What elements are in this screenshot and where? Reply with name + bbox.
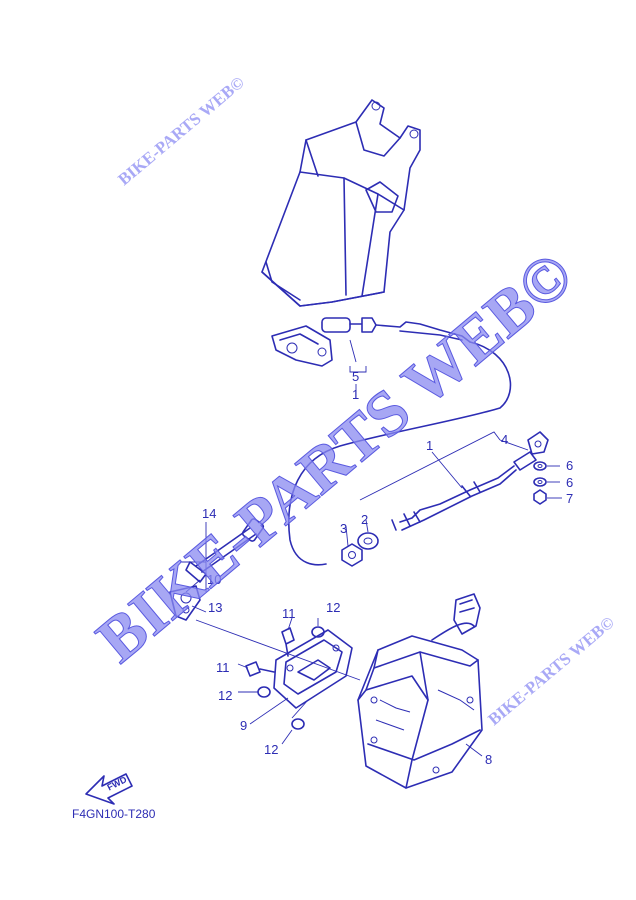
callout-6a: 6 (566, 458, 573, 473)
callout-7: 7 (566, 491, 573, 506)
callout-14: 14 (202, 506, 216, 521)
steering-cable (288, 341, 512, 566)
callout-4: 4 (501, 432, 508, 447)
steering-bracket (261, 99, 421, 307)
callout-2: 2 (361, 512, 368, 527)
callout-10: 10 (207, 572, 221, 587)
control-box (357, 593, 483, 789)
callouts: 5 1 1 4 6 6 7 3 2 14 10 13 11 12 11 12 9… (202, 369, 573, 767)
callout-6b: 6 (566, 475, 573, 490)
callout-13: 13 (208, 600, 222, 615)
callout-5: 5 (352, 369, 359, 384)
callout-1-mid: 1 (426, 438, 433, 453)
cable-upper-end (321, 317, 471, 343)
watermark-small-bottom: BIKE-PARTS WEB© (484, 613, 618, 730)
callout-1-top: 1 (352, 387, 359, 402)
callout-12a: 12 (326, 600, 340, 615)
steering-lower-clamp (271, 325, 333, 367)
diagram-code: F4GN100-T280 (72, 807, 156, 821)
leader-lines (180, 339, 562, 757)
nut-and-washer (341, 532, 379, 567)
bolts (245, 626, 325, 730)
steering-rod (169, 518, 265, 621)
cable-middle-assembly (391, 451, 537, 531)
watermark-small-top: BIKE-PARTS WEB© (114, 73, 248, 190)
callout-12c: 12 (264, 742, 278, 757)
callout-3: 3 (340, 521, 347, 536)
callout-12b: 12 (218, 688, 232, 703)
fwd-arrow: FWD (85, 773, 133, 805)
callout-11a: 11 (282, 606, 296, 621)
cable-end-joint (527, 431, 549, 455)
callout-9: 9 (240, 718, 247, 733)
callout-11b: 11 (216, 660, 230, 675)
mounting-gasket (273, 629, 353, 709)
washers-nuts (533, 461, 547, 505)
callout-8: 8 (485, 752, 492, 767)
